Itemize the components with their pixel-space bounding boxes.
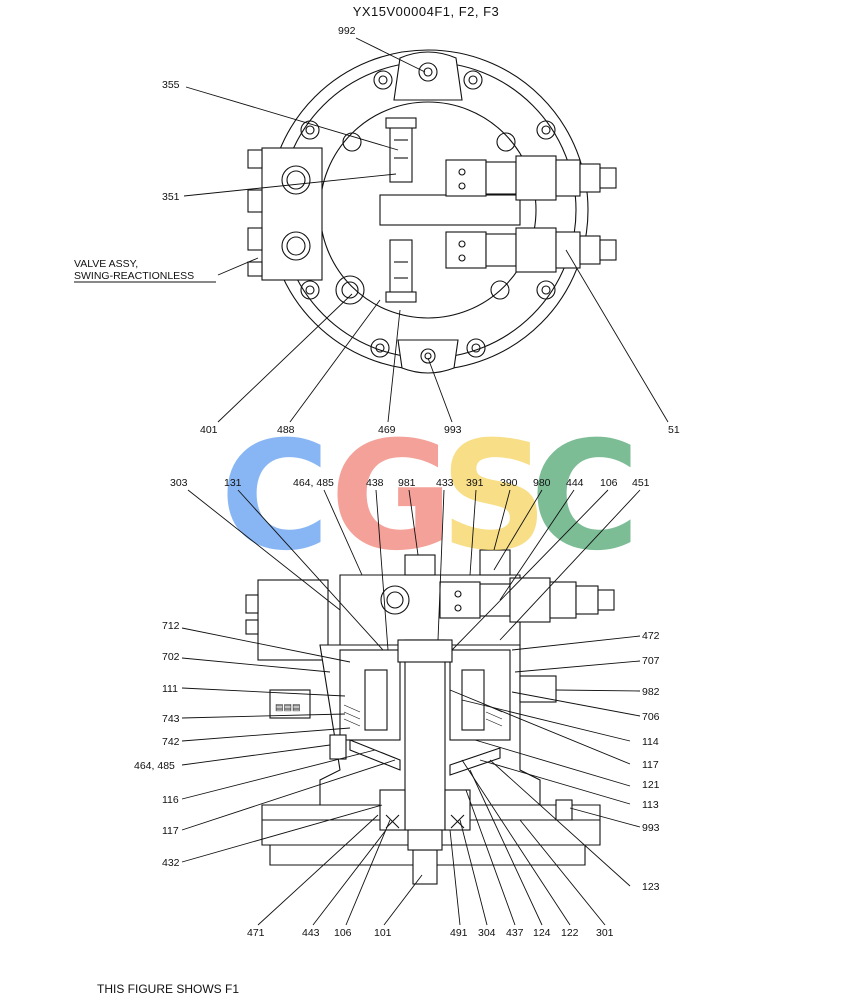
callout-label: 390 [500, 477, 518, 489]
callout-label: 106 [600, 477, 618, 489]
labels-right: 472 707 982 706 114 117 121 113 993 123 [642, 630, 660, 893]
callout-label: 301 [596, 927, 614, 939]
callout-label: 471 [247, 927, 265, 939]
callout-label: 304 [478, 927, 496, 939]
callout-label: 355 [162, 79, 180, 91]
callout-label: 111 [162, 683, 178, 695]
callout-label: 491 [450, 927, 468, 939]
callout-label: 702 [162, 651, 180, 663]
callout-label: 117 [642, 759, 659, 771]
callout-label: 351 [162, 191, 180, 203]
callout-label: 437 [506, 927, 524, 939]
watermark-letter-c1: C [220, 410, 330, 584]
leader-lines [181, 37, 669, 926]
callout-label: 992 [338, 25, 356, 37]
callout-label: 464, 485 [293, 477, 334, 489]
callout-label: 451 [632, 477, 650, 489]
callout-label: 114 [642, 736, 659, 748]
callout-label: 116 [162, 794, 179, 806]
callout-label: 101 [374, 927, 392, 939]
callout-label: 707 [642, 655, 660, 667]
callout-label: 121 [642, 779, 660, 791]
callout-label: 993 [642, 822, 660, 834]
callout-label: 464, 485 [134, 760, 175, 772]
labels-top-view: 992 355 351 401 488 469 993 51 VALVE ASS… [74, 25, 680, 436]
callout-label: 469 [378, 424, 396, 436]
callout-label: 391 [466, 477, 484, 489]
callout-label: 113 [642, 799, 659, 811]
callout-label: 743 [162, 713, 180, 725]
callout-label: 123 [642, 881, 660, 893]
callout-label: 444 [566, 477, 584, 489]
top-view-drawing [247, 49, 617, 374]
callout-label: 980 [533, 477, 551, 489]
svg-text:▤▤▤: ▤▤▤ [275, 702, 301, 712]
callout-label: 124 [533, 927, 551, 939]
callout-label: 472 [642, 630, 660, 642]
drawing-title: YX15V00004F1, F2, F3 [352, 4, 500, 19]
callout-label: 742 [162, 736, 180, 748]
callout-label: 438 [366, 477, 384, 489]
labels-section-header: 303 131 464, 485 438 981 433 391 390 980… [170, 477, 650, 489]
watermark-letter-c2: C [530, 410, 640, 584]
section-view-drawing: ▤▤▤ [245, 549, 615, 885]
callout-label: 401 [200, 424, 218, 436]
callout-label: 982 [642, 686, 660, 698]
callout-label: 106 [334, 927, 352, 939]
callout-label: 981 [398, 477, 416, 489]
callout-label: 303 [170, 477, 188, 489]
callout-label: 488 [277, 424, 295, 436]
callout-label: 433 [436, 477, 454, 489]
callout-label: 706 [642, 711, 660, 723]
labels-bottom: 471 443 106 101 491 304 437 124 122 301 [247, 927, 614, 939]
valve-assy-label-line1: VALVE ASSY, [74, 258, 138, 270]
callout-label: 712 [162, 620, 180, 632]
watermark-letter-g: G [330, 410, 453, 584]
callout-label: 443 [302, 927, 320, 939]
callout-label: 117 [162, 825, 179, 837]
callout-label: 993 [444, 424, 462, 436]
callout-label: 51 [668, 424, 680, 436]
valve-assy-label-line2: SWING-REACTIONLESS [74, 270, 194, 282]
figure-note: THIS FIGURE SHOWS F1 [97, 982, 240, 996]
callout-label: 122 [561, 927, 579, 939]
labels-left: 712 702 111 743 742 464, 485 116 117 432 [134, 620, 180, 869]
callout-label: 131 [224, 477, 242, 489]
callout-label: 432 [162, 857, 180, 869]
